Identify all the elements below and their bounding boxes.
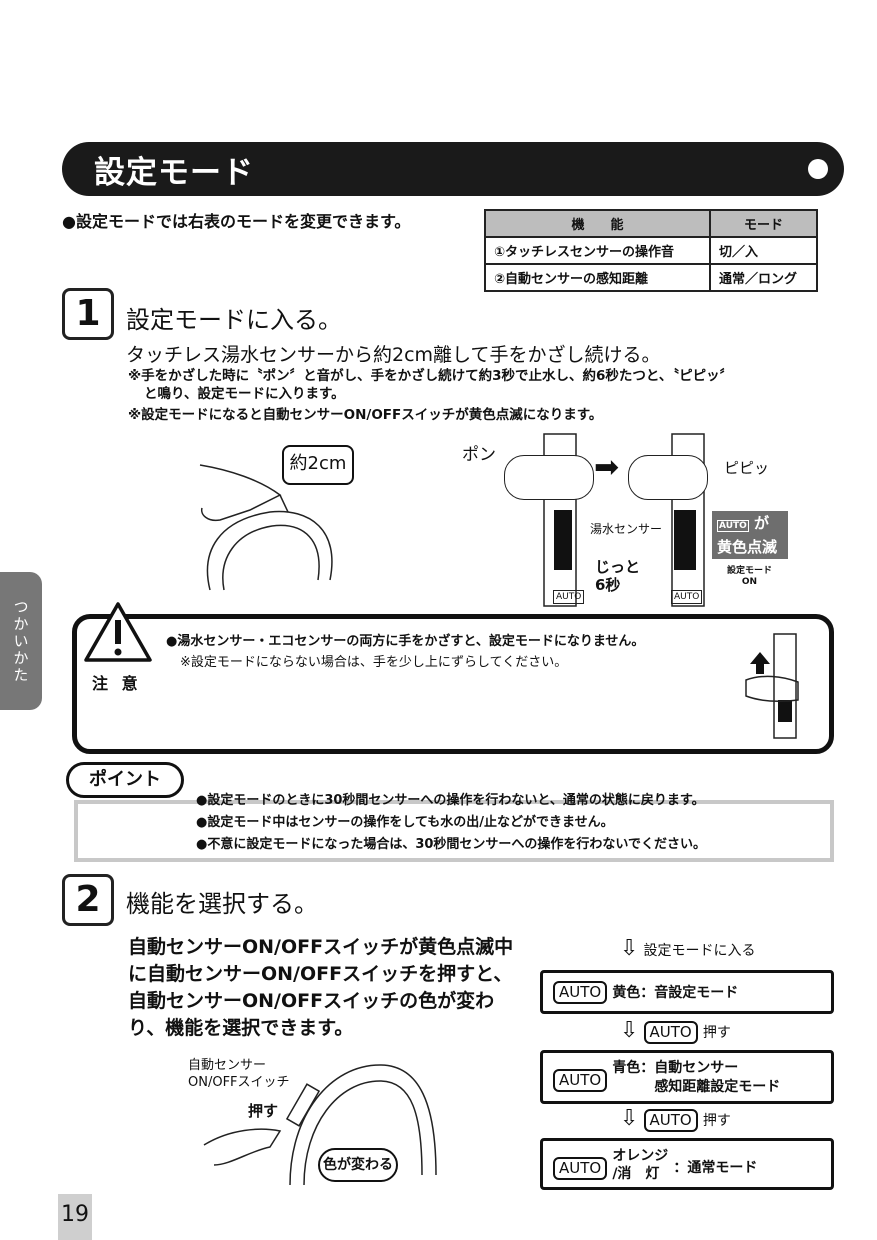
step-1-title: 設定モードに入る。 — [126, 306, 342, 334]
header-dot — [808, 159, 828, 179]
step-2-body: 自動センサーON/OFFスイッチが黄色点滅中に自動センサーON/OFFスイッチを… — [128, 936, 514, 1039]
faucet-spout-inner — [222, 524, 320, 591]
flow-box-3-line-2: /消 灯 — [612, 1166, 660, 1182]
point-box — [74, 800, 834, 862]
flow-box-3-right: ：通常モード — [673, 1160, 758, 1176]
caution-label: 注 意 — [92, 674, 142, 693]
mode-table: 機 能 モード ①タッチレスセンサーの操作音 切／入 ②自動センサーの感知距離 … — [484, 209, 818, 292]
table-header-mode: モード — [709, 209, 818, 238]
down-arrow-icon: ⇩ — [620, 936, 639, 961]
step-2-title: 機能を選択する。 — [126, 890, 318, 918]
flow-box-2-text: 青色：自動センサー 感知距離設定モード — [612, 1059, 780, 1097]
sensor-label: 湯水センサー — [590, 522, 663, 536]
switch-label-1: 自動センサー — [188, 1058, 267, 1073]
caution-line-2: ※設定モードにならない場合は、手を少し上にずらしてください。 — [180, 655, 568, 670]
faucet-switch-illustration — [203, 1064, 437, 1186]
table-cell: 通常／ロング — [709, 263, 818, 292]
intro-text: ●設定モードでは右表のモードを変更できます。 — [62, 212, 411, 231]
auto-button-left: AUTO — [553, 590, 585, 604]
switch-shape — [285, 1083, 321, 1127]
auto-chip: AUTO — [643, 1021, 698, 1044]
blink-label-1: が — [754, 514, 770, 532]
section-title: 設定モード — [94, 154, 254, 191]
point-line-2: ●設定モード中はセンサーの操作をしても水の出/止などができません。 — [196, 815, 614, 830]
step-1-badge: 1 — [62, 288, 114, 340]
step-2-badge: 2 — [62, 874, 114, 926]
point-label: ポイント — [66, 762, 184, 798]
flow-box-3-line-1: オレンジ — [612, 1148, 669, 1164]
push-label: 押す — [248, 1102, 279, 1120]
flow-box-3-left: オレンジ /消 灯 — [612, 1147, 668, 1183]
flow-box-1: AUTO 黄色：音設定モード — [540, 970, 834, 1014]
flow-push-label: 押す — [702, 1113, 731, 1129]
distance-marker — [279, 494, 289, 513]
flow-box-2-line-1: 青色：自動センサー — [612, 1060, 739, 1076]
faucet-spout-line — [206, 510, 333, 591]
auto-chip: AUTO — [553, 1157, 608, 1180]
side-tab: つかいかた — [0, 572, 42, 710]
flow-push-label: 押す — [702, 1025, 731, 1041]
hand-right-icon — [628, 455, 708, 500]
hand-left-icon — [504, 455, 594, 500]
flow-box-1-text: 黄色：音設定モード — [612, 985, 739, 1001]
auto-button-right: AUTO — [671, 590, 703, 604]
wait-label-2: 6秒 — [595, 576, 621, 594]
caution-line-1: ●湯水センサー・エコセンサーの両方に手をかざすと、設定モードになりません。 — [166, 634, 645, 649]
auto-chip: AUTO — [553, 981, 608, 1004]
section-header: 設定モード — [62, 142, 844, 196]
auto-chip: AUTO — [643, 1109, 698, 1132]
blink-auto-icon: AUTO — [717, 520, 749, 532]
page-number: 19 — [58, 1194, 92, 1240]
step-1-note-1b: と鳴り、設定モードに入ります。 — [144, 386, 345, 402]
auto-chip: AUTO — [553, 1069, 608, 1092]
table-cell: 切／入 — [709, 236, 818, 265]
faucet-hand-illustration — [199, 464, 333, 591]
table-row: ①タッチレスセンサーの操作音 切／入 — [484, 236, 818, 265]
caution-box — [72, 614, 834, 754]
caution-hand-illustration — [745, 633, 799, 739]
setting-on-2: ON — [741, 577, 758, 587]
step-1-note-1a: ※手をかざした時に〝ポン〞と音がし、手をかざし続けて約3秒で止水し、約6秒たつと… — [128, 368, 734, 384]
flow-arrow-2: ⇩ AUTO 押す — [620, 1020, 731, 1044]
table-cell: ②自動センサーの感知距離 — [484, 263, 711, 292]
flow-arrow-3: ⇩ AUTO 押す — [620, 1108, 731, 1132]
point-line-3: ●不意に設定モードになった場合は、30秒間センサーへの操作を行わないでください。 — [196, 837, 707, 852]
table-row: ②自動センサーの感知距離 通常／ロング — [484, 263, 818, 292]
flow-box-2: AUTO 青色：自動センサー 感知距離設定モード — [540, 1050, 834, 1104]
warning-triangle-icon — [84, 602, 152, 662]
push-hand-outline — [203, 1128, 282, 1166]
flow-box-3: AUTO オレンジ /消 灯 ：通常モード — [540, 1138, 834, 1190]
faucet-arc-outer — [289, 1064, 437, 1186]
switch-label-2: ON/OFFスイッチ — [188, 1075, 290, 1090]
distance-callout: 約2cm — [282, 445, 354, 485]
wait-label-1: じっと — [595, 558, 641, 576]
pipi-sound-label: ピピッ — [724, 459, 770, 477]
flow-enter-label: 設定モードに入る — [643, 943, 756, 959]
table-header-function: 機 能 — [484, 209, 711, 238]
blink-label-2: 黄色点滅 — [717, 538, 778, 556]
setting-on-label: 設定モード ON — [727, 566, 772, 588]
flow-box-2-line-2: 感知距離設定モード — [654, 1079, 781, 1095]
right-arrow-icon: ➡ — [594, 450, 620, 485]
faucet-arc-inner — [303, 1080, 423, 1186]
down-arrow-icon: ⇩ — [620, 1106, 639, 1131]
setting-on-1: 設定モード — [727, 566, 773, 576]
blink-callout: AUTO が 黄色点滅 — [712, 511, 788, 559]
table-cell: ①タッチレスセンサーの操作音 — [484, 236, 711, 265]
down-arrow-icon: ⇩ — [620, 1018, 639, 1043]
point-line-1: ●設定モードのときに30秒間センサーへの操作を行わないと、通常の状態に戻ります。 — [196, 793, 705, 808]
step-1-note-2: ※設定モードになると自動センサーON/OFFスイッチが黄色点滅になります。 — [128, 407, 603, 423]
color-change-callout: 色が変わる — [318, 1148, 398, 1182]
step-1-subtitle: タッチレス湯水センサーから約2cm離して手をかざし続ける。 — [126, 344, 661, 366]
pon-sound-label: ポン — [462, 445, 496, 465]
switch-label: 自動センサー ON/OFFスイッチ — [188, 1057, 290, 1091]
flow-arrow-1: ⇩ 設定モードに入る — [620, 938, 756, 960]
